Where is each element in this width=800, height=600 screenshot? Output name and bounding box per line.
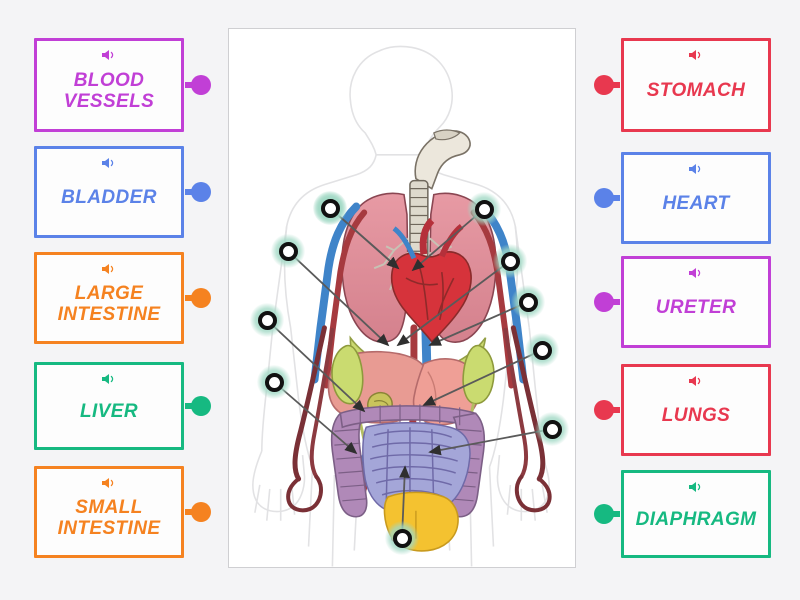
- drop-zone-marker[interactable]: [525, 333, 559, 367]
- marker-ring: [500, 251, 520, 271]
- marker-ring: [532, 340, 552, 360]
- card-label: SMALL INTESTINE: [57, 496, 161, 539]
- drop-target-connector[interactable]: [185, 182, 211, 202]
- card-label: DIAPHRAGM: [635, 509, 757, 531]
- drop-zone-marker[interactable]: [493, 244, 527, 278]
- card-label: URETER: [655, 297, 737, 319]
- drop-zone-marker[interactable]: [250, 303, 284, 337]
- card-label: HEART: [662, 193, 730, 215]
- card-label: LUNGS: [661, 405, 731, 427]
- connector-knob[interactable]: [594, 75, 614, 95]
- drop-target-connector[interactable]: [185, 502, 211, 522]
- speaker-icon[interactable]: [687, 162, 705, 176]
- card-label: BLOOD VESSELS: [63, 69, 155, 112]
- speaker-icon[interactable]: [687, 266, 705, 280]
- speaker-icon[interactable]: [687, 480, 705, 494]
- marker-ring: [474, 199, 494, 219]
- drop-target-connector[interactable]: [185, 288, 211, 308]
- connector-knob[interactable]: [191, 502, 211, 522]
- card-bladder[interactable]: BLADDER: [34, 146, 211, 238]
- connector-knob[interactable]: [594, 504, 614, 524]
- card-label: BLADDER: [61, 187, 157, 209]
- card-large-intestine[interactable]: LARGE INTESTINE: [34, 252, 211, 344]
- speaker-icon[interactable]: [100, 372, 118, 386]
- card-small-intestine[interactable]: SMALL INTESTINE: [34, 466, 211, 558]
- card-label: LARGE INTESTINE: [57, 282, 161, 325]
- marker-ring: [392, 528, 412, 548]
- marker-ring: [257, 310, 277, 330]
- card-label: LIVER: [80, 401, 138, 423]
- drop-zone-marker[interactable]: [467, 192, 501, 226]
- marker-ring: [264, 372, 284, 392]
- connector-knob[interactable]: [191, 182, 211, 202]
- drop-target-connector[interactable]: [594, 504, 620, 524]
- card-ureter[interactable]: URETER: [594, 256, 771, 348]
- drop-zone-marker[interactable]: [257, 365, 291, 399]
- speaker-icon[interactable]: [100, 476, 118, 490]
- speaker-icon[interactable]: [100, 262, 118, 276]
- card-heart[interactable]: HEART: [594, 152, 771, 244]
- drop-zone-marker[interactable]: [271, 234, 305, 268]
- drop-target-connector[interactable]: [594, 188, 620, 208]
- connector-knob[interactable]: [594, 292, 614, 312]
- marker-ring: [542, 419, 562, 439]
- connector-knob[interactable]: [594, 188, 614, 208]
- drop-zone-marker[interactable]: [313, 191, 347, 225]
- drop-target-connector[interactable]: [594, 292, 620, 312]
- drop-target-connector[interactable]: [594, 400, 620, 420]
- speaker-icon[interactable]: [100, 48, 118, 62]
- speaker-icon[interactable]: [100, 156, 118, 170]
- marker-ring: [278, 241, 298, 261]
- card-liver[interactable]: LIVER: [34, 362, 211, 450]
- card-stomach[interactable]: STOMACH: [594, 38, 771, 132]
- drop-target-connector[interactable]: [185, 75, 211, 95]
- connector-knob[interactable]: [191, 288, 211, 308]
- speaker-icon[interactable]: [687, 48, 705, 62]
- speaker-icon[interactable]: [687, 374, 705, 388]
- card-label: STOMACH: [646, 80, 746, 102]
- drop-zone-marker[interactable]: [511, 285, 545, 319]
- card-lungs[interactable]: LUNGS: [594, 364, 771, 456]
- drop-target-connector[interactable]: [185, 396, 211, 416]
- connector-knob[interactable]: [191, 396, 211, 416]
- card-blood-vessels[interactable]: BLOOD VESSELS: [34, 38, 211, 132]
- card-diaphragm[interactable]: DIAPHRAGM: [594, 470, 771, 558]
- connector-knob[interactable]: [594, 400, 614, 420]
- drop-zone-marker[interactable]: [535, 412, 569, 446]
- connector-knob[interactable]: [191, 75, 211, 95]
- marker-ring: [518, 292, 538, 312]
- drop-zone-marker[interactable]: [385, 521, 419, 555]
- marker-ring: [320, 198, 340, 218]
- drop-target-connector[interactable]: [594, 75, 620, 95]
